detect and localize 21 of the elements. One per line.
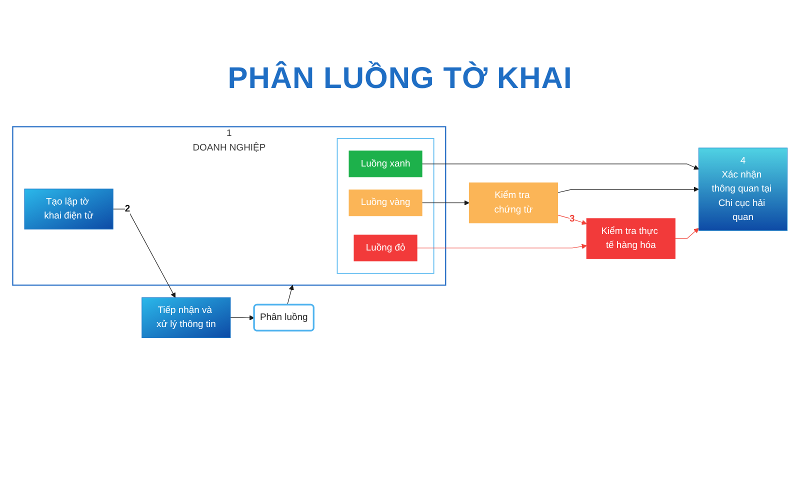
node-box: Tiếp nhận và xử lý thông tin — [142, 297, 231, 338]
node-box: 4 Xác nhận thông quan tại Chi cục hải quan — [698, 148, 788, 231]
arrow — [416, 244, 587, 249]
node-box: Luồng vàng — [348, 190, 422, 216]
arrow — [674, 228, 699, 239]
node-box: Kiểm tra thực tế hàng hóa — [586, 218, 676, 259]
edge-label: 3 — [570, 214, 575, 224]
arrow — [557, 214, 587, 225]
node-box: Kiểm tra chứng từ — [468, 182, 558, 224]
edge-label: 2 — [124, 204, 130, 214]
cluster — [336, 138, 434, 274]
node-box: Luồng đỏ — [354, 234, 418, 262]
node-box: Luồng xanh — [348, 150, 422, 178]
arrow — [422, 164, 699, 170]
arrow — [230, 315, 255, 320]
node-box: Tạo lập tờ khai điện tử — [24, 188, 114, 230]
arrow — [112, 208, 176, 298]
arrow — [422, 200, 470, 206]
arrow — [557, 186, 699, 193]
arrow — [287, 284, 294, 305]
diagram-title: PHÂN LUỒNG TỜ KHAI — [226, 62, 574, 96]
